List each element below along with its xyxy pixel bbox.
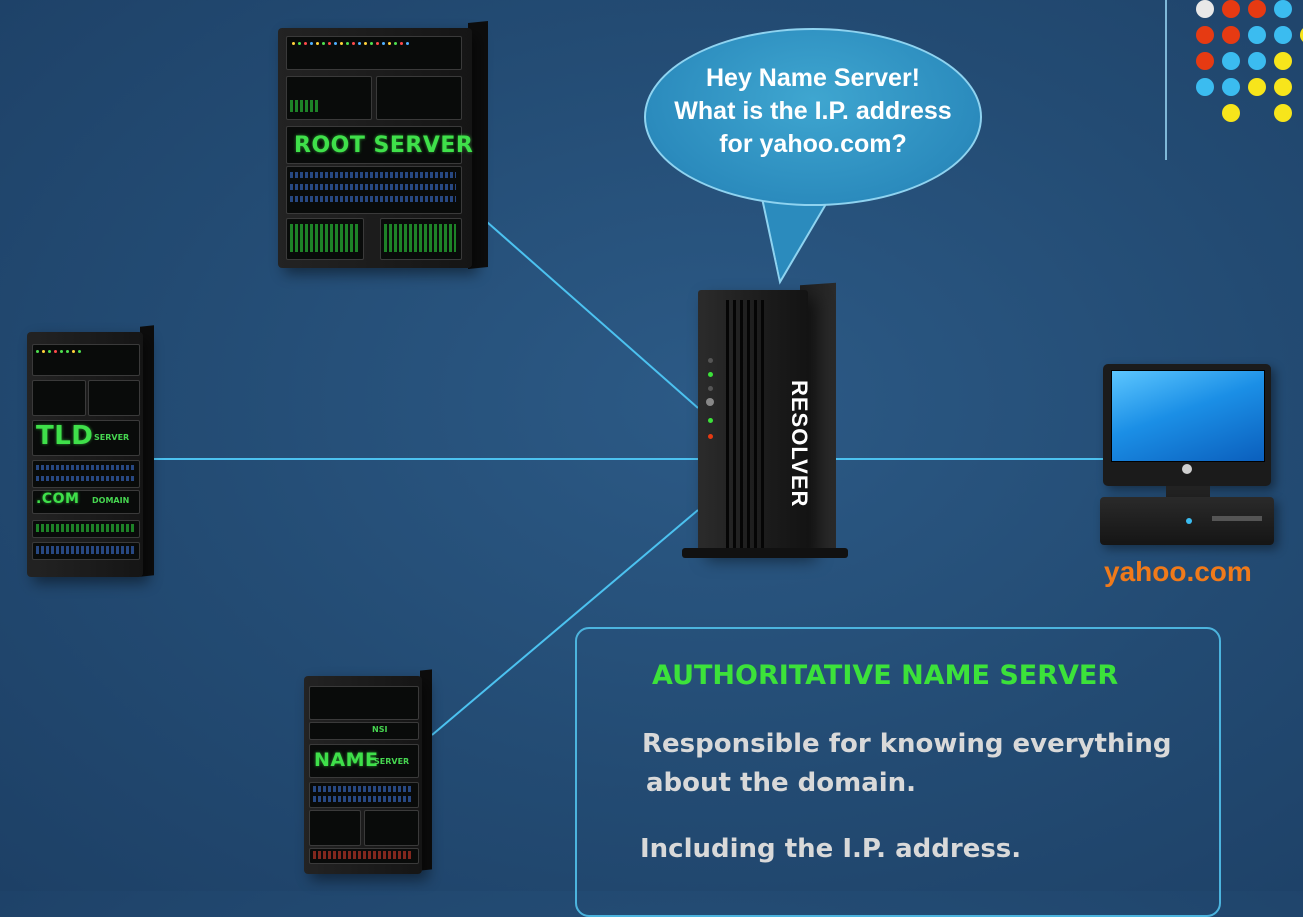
info-box-line-3: Including the I.P. address. (640, 834, 1022, 864)
root-server-label: ROOT SERVER (294, 133, 474, 158)
domain-label-tld: DOMAIN (92, 496, 130, 505)
resolver-label: RESOLVER (787, 380, 812, 508)
speech-bubble: Hey Name Server! What is the I.P. addres… (644, 28, 982, 206)
link-name-resolver (431, 509, 699, 736)
info-box-line-1: Responsible for knowing everything (642, 729, 1172, 759)
name-server-sublabel: SERVER (374, 757, 410, 766)
decorative-dots (1196, 0, 1303, 125)
link-root-resolver (486, 221, 699, 409)
connection-lines (154, 221, 1103, 736)
bubble-line-3: for yahoo.com? (719, 129, 907, 158)
tld-server-sublabel: SERVER (94, 433, 130, 442)
info-box-title: AUTHORITATIVE NAME SERVER (652, 660, 1119, 691)
decorative-divider (1165, 0, 1167, 160)
nsi-label: NSI (372, 725, 388, 734)
com-label: .COM (36, 491, 80, 507)
bubble-line-2: What is the I.P. address (674, 96, 952, 125)
name-server-label: NAME (314, 749, 379, 771)
info-box-line-2: about the domain. (646, 768, 917, 798)
monitor-screen (1111, 370, 1265, 462)
bubble-line-1: Hey Name Server! (705, 63, 920, 92)
client-domain-label: yahoo.com (1104, 556, 1252, 587)
tld-server-label: TLD (36, 421, 94, 451)
